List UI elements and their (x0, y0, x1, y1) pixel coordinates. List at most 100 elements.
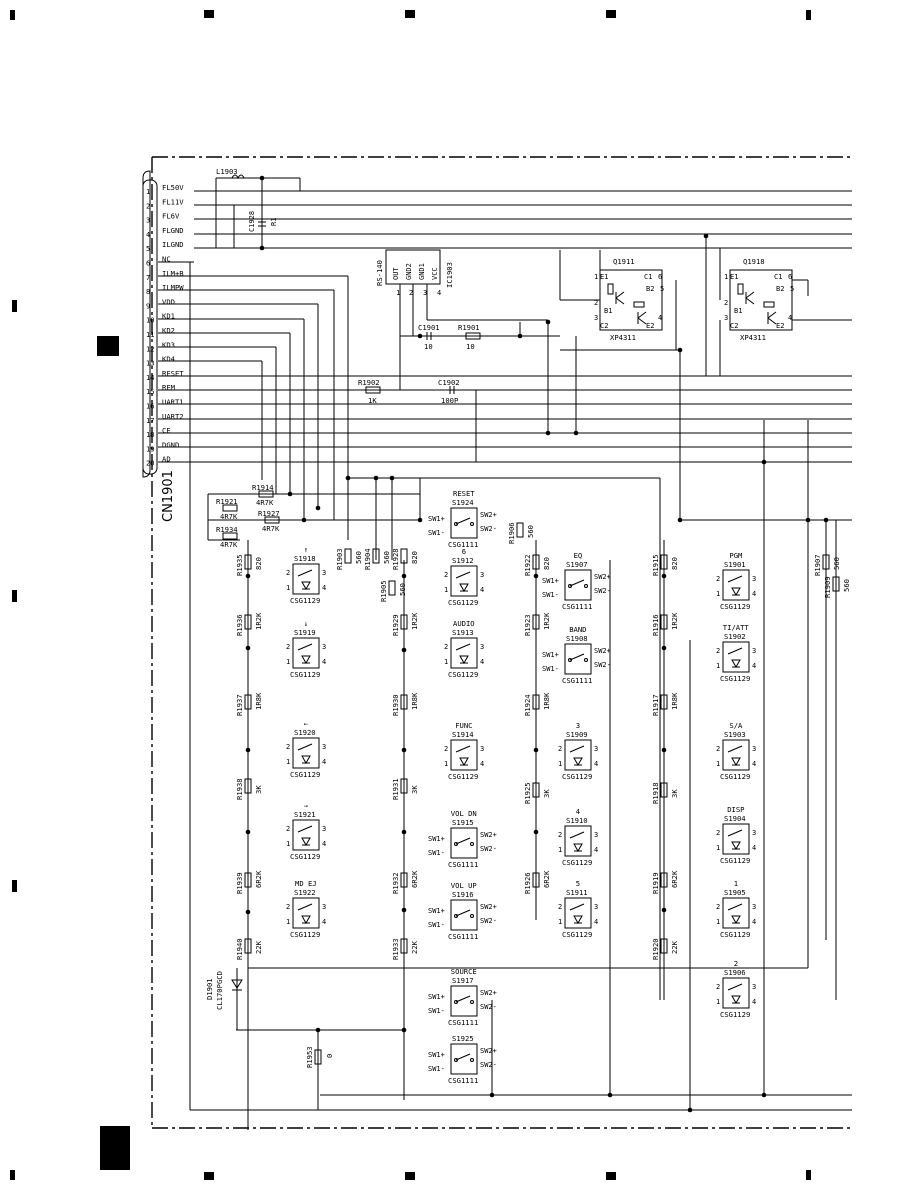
resistor-value: 1R8K (670, 692, 679, 710)
switch-pin-number: 2 (286, 743, 290, 751)
switch-label: VOL DN (451, 809, 477, 818)
connector-pin-name: UART1 (162, 398, 184, 407)
switch-pin-number: 1 (444, 586, 448, 594)
svg-text:R1: R1 (270, 218, 278, 226)
connector-pin-name: ILM+B (162, 269, 184, 278)
resistor-value: 6R2K (542, 870, 551, 888)
switch-pin-name: SW1- (428, 1007, 445, 1015)
resistor-value: 560 (382, 551, 391, 564)
resistor-ref: R1923 (523, 614, 532, 636)
switch-pin-name: SW1- (542, 665, 559, 673)
switch-pin-number: 2 (716, 745, 720, 753)
resistor-ref: R1922 (523, 554, 532, 576)
switch-ref: S1910 (566, 816, 588, 825)
svg-text:1K: 1K (368, 396, 377, 405)
resistor-ref: R1939 (235, 872, 244, 894)
connector-pin-name: CE (162, 426, 171, 435)
switch-pin-number: 2 (444, 571, 448, 579)
switch-pin-number: 3 (322, 743, 326, 751)
transistor-pin-number: 6 (658, 273, 662, 281)
transistor-ref: Q1918 (743, 257, 765, 266)
switch-pin-number: 1 (558, 918, 562, 926)
switch-ref: S1913 (452, 628, 474, 637)
switch-pin-number: 3 (322, 569, 326, 577)
resistor-r1904: R1904 560 (363, 548, 391, 570)
resistor-value: 22K (410, 940, 419, 954)
resistor-ref: R1905 (379, 580, 388, 602)
connector-ref: CN1901 (161, 470, 176, 522)
switch-pin-number: 4 (322, 918, 326, 926)
connector-pin-name: UART2 (162, 412, 184, 421)
connector-pin-name: NC (162, 255, 171, 264)
switch-pin-name: SW1+ (428, 515, 445, 523)
connector-pin-number: 8 (146, 288, 150, 296)
switch-pin-number: 1 (286, 584, 290, 592)
switch-label: TI/ATT (723, 623, 750, 632)
switch-ref: S1908 (566, 634, 588, 643)
transistor-pin-number: 4 (788, 314, 792, 322)
switch-pin-name: SW2+ (594, 573, 611, 581)
switch-type: CSG1111 (448, 1018, 478, 1027)
switch-pin-name: SW2- (594, 661, 611, 669)
switch-pin-name: SW2- (480, 845, 497, 853)
connector-pin-number: 19 (146, 445, 154, 453)
resistor-value: 560 (832, 557, 841, 570)
resistor-ref: R1904 (363, 548, 372, 570)
switch-type: CSG1111 (448, 540, 478, 549)
switch-pin-number: 1 (286, 840, 290, 848)
switch-pin-number: 2 (716, 983, 720, 991)
switch-label: ↑ (304, 545, 308, 554)
resistor-value: 3K (542, 789, 551, 798)
resistor-ref: R1914 (252, 483, 274, 492)
switch-pin-number: 3 (594, 903, 598, 911)
switch-pin-name: SW1+ (428, 993, 445, 1001)
switch-pin-name: SW2+ (480, 1047, 497, 1055)
transistor-pin-name: C1 (774, 273, 782, 281)
resistor-value: 4R7K (256, 498, 274, 507)
switch-pin-name: SW2- (480, 917, 497, 925)
resistor-ref: R1928 (391, 548, 400, 570)
switch-label: PGM (729, 551, 743, 560)
switch-type: CSG1129 (290, 596, 320, 605)
switch-pin-number: 4 (752, 760, 756, 768)
resistor-ref: R1934 (216, 525, 238, 534)
switch-ref: S1924 (452, 498, 474, 507)
switch-ref: S1904 (724, 814, 746, 823)
switch-pin-number: 4 (480, 760, 484, 768)
resistor-value: 6R2K (254, 870, 263, 888)
capacitor-c1901: C1901 10 (418, 323, 440, 351)
switch-pin-name: SW2+ (594, 647, 611, 655)
svg-text:1: 1 (396, 289, 400, 297)
resistor-ref: R1929 (391, 614, 400, 636)
switch-ref: S1911 (566, 888, 588, 897)
switch-pin-number: 3 (480, 745, 484, 753)
transistor-pin-number: 5 (660, 285, 664, 293)
svg-text:2: 2 (409, 289, 413, 297)
transistor-pin-name: E1 (730, 273, 738, 281)
switch-type: CSG1111 (448, 860, 478, 869)
switch-ref: S1914 (452, 730, 474, 739)
switch-type: CSG1129 (290, 930, 320, 939)
resistor-ref: R1930 (391, 694, 400, 716)
switch-label: BAND (569, 625, 586, 634)
switch-ref: S1901 (724, 560, 746, 569)
